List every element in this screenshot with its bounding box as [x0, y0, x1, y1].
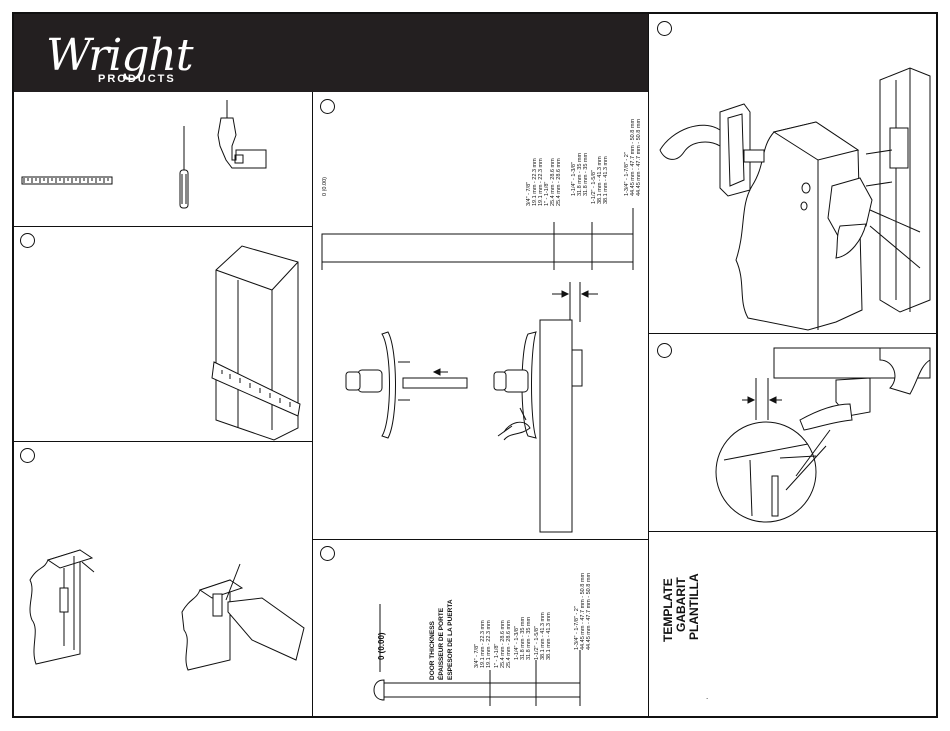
s2-zero-label: 0 (0.00) [377, 632, 386, 660]
template-dot: . [706, 692, 709, 701]
step-circle-4 [320, 99, 335, 114]
divider-r1 [648, 333, 938, 334]
divider-l1 [12, 226, 312, 227]
step-circle-2 [20, 233, 35, 248]
s1-range-5: 1-3/4" - 1-7/8" - 2" 44.45 mm - 47.7 mm … [624, 119, 642, 196]
s2-range-1: 3/4" - 7/8" 19.1 mm - 22.3 mm 19.1 mm - … [474, 620, 492, 668]
s2-range-5: 1-3/4" - 1-7/8" - 2" 44.45 mm - 47.7 mm … [574, 573, 592, 650]
step-circle-3 [20, 448, 35, 463]
s2-range-1-mm2: 19.1 mm - 22.3 mm [486, 620, 492, 668]
door-thickness-es: ESPESOR DE LA PUERTA [447, 599, 454, 680]
divider-r2 [648, 531, 938, 532]
s1-zero-label: 0 (0.00) [322, 177, 328, 196]
s1-range-4: 1-1/2" - 1-5/8" 38.1 mm - 41.3 mm 38.1 m… [591, 156, 609, 204]
divider-l2 [12, 441, 312, 442]
s2-range-3: 1-1/4" - 1-3/8" 31.8 mm - 35 mm 31.8 mm … [514, 617, 532, 660]
door-thickness-fr: ÉPAISSEUR DE PORTE [438, 607, 445, 680]
s1-range-1: 3/4" - 7/8" 19.1 mm - 22.3 mm 19.1 mm - … [526, 158, 544, 206]
s1-range-3-mm2: 31.8 mm - 35 mm [583, 152, 589, 196]
s1-range-3: 1-1/4" - 1-3/8" 31.8 mm - 35 mm 31.8 mm … [571, 153, 589, 196]
template-label: TEMPLATE GABARIT PLANTILLA [661, 573, 701, 642]
s1-range-4-mm2: 38.1 mm - 41.3 mm [603, 156, 609, 204]
s2-range-3-mm2: 31.8 mm - 35 mm [526, 616, 532, 660]
s2-range-5-mm2: 44.45 mm - 47.7 mm - 50.8 mm [586, 572, 592, 650]
s2-range-4-mm2: 38.1 mm - 41.3 mm [546, 612, 552, 660]
sheet-frame [12, 12, 938, 718]
step-circle-7 [657, 343, 672, 358]
door-thickness-en: DOOR THICKNESS [429, 621, 436, 680]
brand-logo-word: Wright [46, 30, 194, 81]
divider-right [648, 12, 649, 718]
s1-range-2-mm2: 25.4 mm - 28.6 mm [556, 158, 562, 206]
brand-header: Wright PRODUCTS [12, 12, 649, 92]
s2-door-thickness: DOOR THICKNESS ÉPAISSEUR DE PORTE ESPESO… [428, 599, 455, 680]
template-es: PLANTILLA [687, 573, 701, 640]
s1-range-2: 1" - 1-1/8" 25.4 mm - 28.6 mm 25.4 mm - … [544, 158, 562, 206]
step-circle-6 [657, 21, 672, 36]
divider-m1 [312, 539, 648, 540]
ruler-icon [21, 176, 113, 185]
step-circle-5 [320, 546, 335, 561]
s2-range-2-mm2: 25.4 mm - 28.6 mm [506, 620, 512, 668]
screwdriver-icon [179, 126, 189, 209]
brand-logo-sub: PRODUCTS [98, 73, 176, 85]
s2-range-2: 1" - 1-1/8" 25.4 mm - 28.6 mm 25.4 mm - … [494, 620, 512, 668]
s1-range-5-mm2: 44.45 mm - 47.7 mm - 50.8 mm [636, 118, 642, 196]
drill-icon [217, 100, 267, 169]
divider-left [312, 92, 313, 718]
door-chisel-icon [181, 563, 305, 671]
s2-range-4: 1-1/2" - 1-5/8" 38.1 mm - 41.3 mm 38.1 m… [534, 612, 552, 660]
